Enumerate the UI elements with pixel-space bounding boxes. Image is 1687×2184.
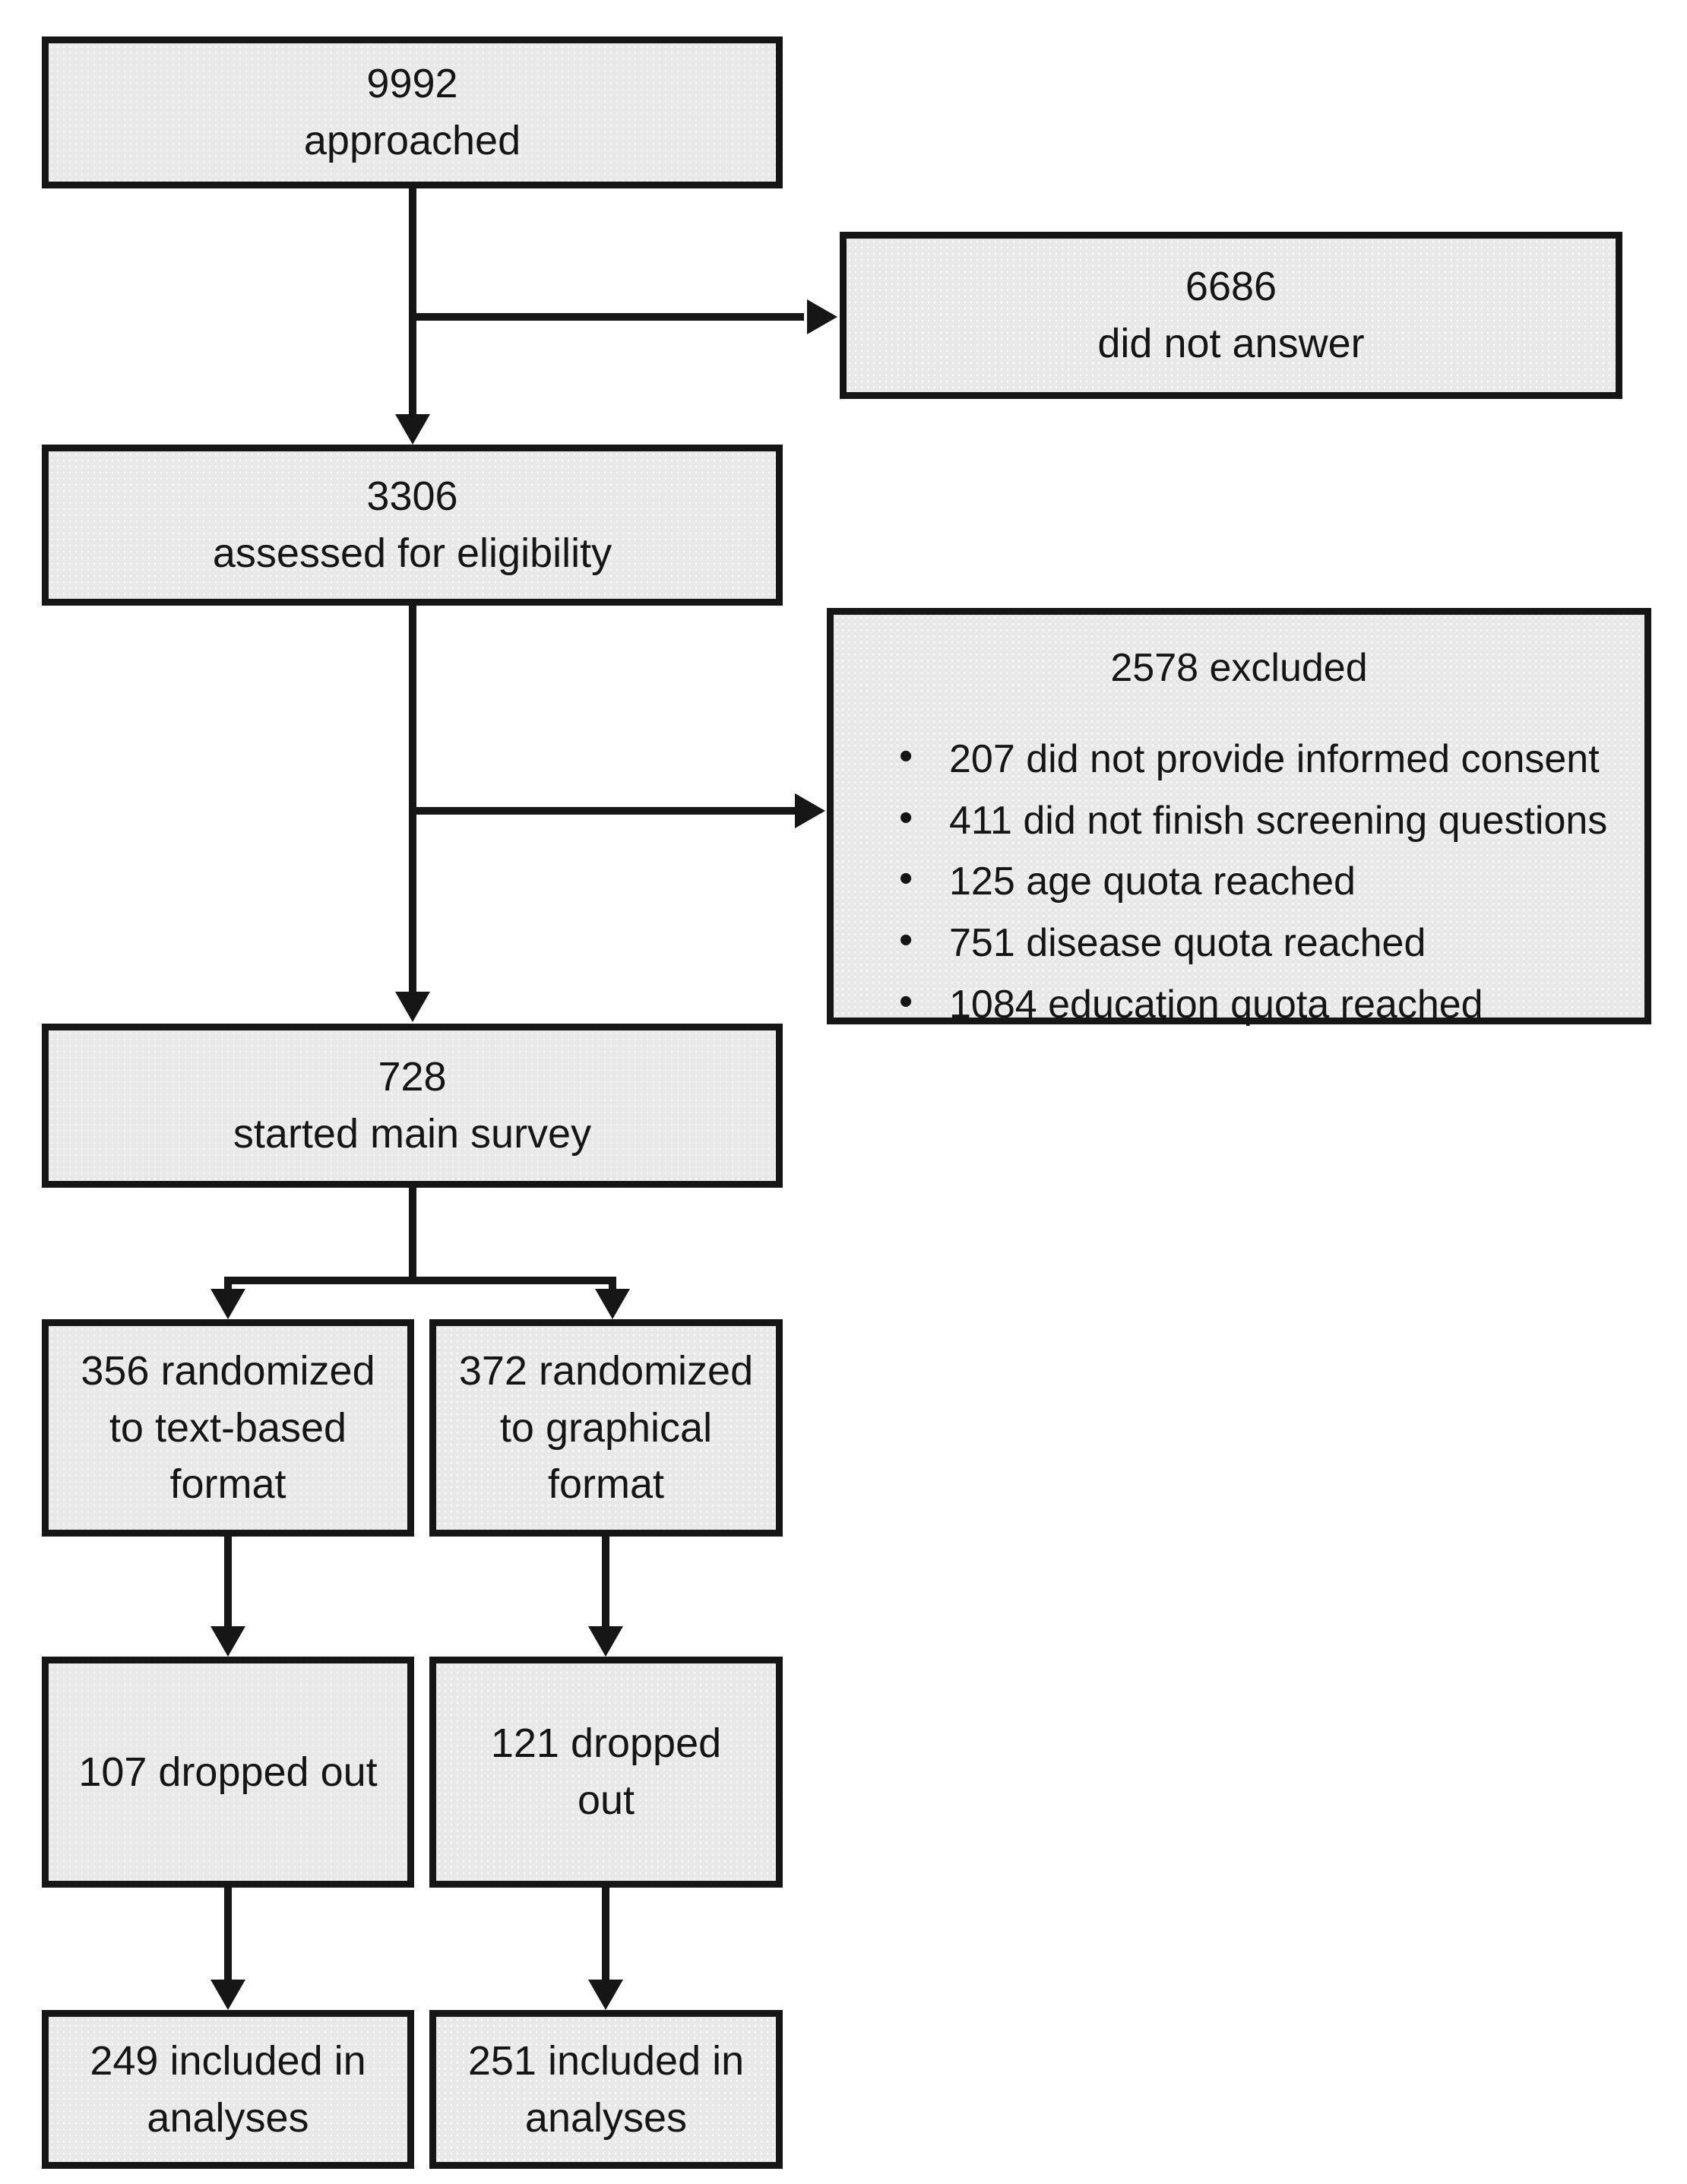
box-excluded: 2578 excluded 207 did not provide inform… <box>827 608 1651 1030</box>
assessed-count: 3306 <box>366 473 458 520</box>
box-included-graphical: 251 included in analyses <box>429 2010 783 2169</box>
dropped-text-label: 107 dropped out <box>78 1749 378 1795</box>
box-approached: 9992 approached <box>42 36 783 188</box>
arrowhead-into-started <box>395 992 430 1022</box>
branch-line-did-not-answer <box>413 313 804 321</box>
split-stub-right <box>609 1277 616 1293</box>
started-count: 728 <box>378 1054 447 1100</box>
excluded-reason-item: 1084 education quota reached <box>882 974 1629 1033</box>
arrowhead-into-dropped-graphical <box>588 1626 623 1657</box>
connector-started-split <box>409 1188 416 1284</box>
connector-dropped-included-text <box>224 1888 232 1983</box>
arrowhead-into-randomized-graphical <box>595 1289 630 1319</box>
connector-randomized-dropped-graphical <box>602 1537 609 1629</box>
arrowhead-into-included-text <box>210 1980 245 2010</box>
connector-approached-assessed <box>409 185 416 417</box>
connector-dropped-included-graphical <box>602 1888 609 1983</box>
box-dropped-graphical: 121 dropped out <box>429 1657 783 1888</box>
arrowhead-into-randomized-text <box>210 1289 245 1319</box>
split-bar <box>224 1277 616 1284</box>
started-label: started main survey <box>233 1111 592 1157</box>
randomized-graphical-label: 372 randomized to graphical format <box>458 1348 754 1508</box>
box-started: 728 started main survey <box>42 1024 783 1188</box>
split-stub-left <box>224 1277 232 1293</box>
excluded-title: 2578 excluded <box>1110 646 1368 690</box>
arrowhead-into-included-graphical <box>588 1980 623 2010</box>
arrowhead-into-did-not-answer <box>807 299 837 334</box>
connector-assessed-started <box>409 606 416 992</box>
branch-line-excluded <box>413 807 795 815</box>
box-randomized-graphical: 372 randomized to graphical format <box>429 1319 783 1537</box>
excluded-reason-item: 751 disease quota reached <box>882 913 1629 972</box>
did-not-answer-count: 6686 <box>1185 264 1277 310</box>
arrowhead-into-assessed <box>395 414 430 445</box>
dropped-graphical-label: 121 dropped out <box>490 1720 722 1823</box>
approached-label: approached <box>303 118 521 163</box>
box-did-not-answer: 6686 did not answer <box>840 232 1622 399</box>
included-graphical-label: 251 included in analyses <box>467 2037 745 2141</box>
box-included-text: 249 included in analyses <box>42 2010 414 2169</box>
box-dropped-text: 107 dropped out <box>42 1657 414 1888</box>
connector-randomized-dropped-text <box>224 1537 232 1629</box>
excluded-reason-item: 125 age quota reached <box>882 851 1629 910</box>
approached-count: 9992 <box>366 61 458 107</box>
box-assessed: 3306 assessed for eligibility <box>42 445 783 606</box>
included-text-label: 249 included in analyses <box>90 2037 366 2141</box>
excluded-reason-item: 207 did not provide informed consent <box>882 729 1629 788</box>
excluded-reason-item: 411 did not finish screening questions <box>882 790 1629 850</box>
excluded-reasons-list: 207 did not provide informed consent 411… <box>849 729 1629 1039</box>
randomized-text-label: 356 randomized to text-based format <box>81 1348 375 1508</box>
did-not-answer-label: did not answer <box>1097 321 1365 366</box>
box-randomized-text: 356 randomized to text-based format <box>42 1319 414 1537</box>
arrowhead-into-dropped-text <box>210 1626 245 1657</box>
arrowhead-into-excluded <box>795 793 825 828</box>
assessed-label: assessed for eligibility <box>212 530 612 576</box>
